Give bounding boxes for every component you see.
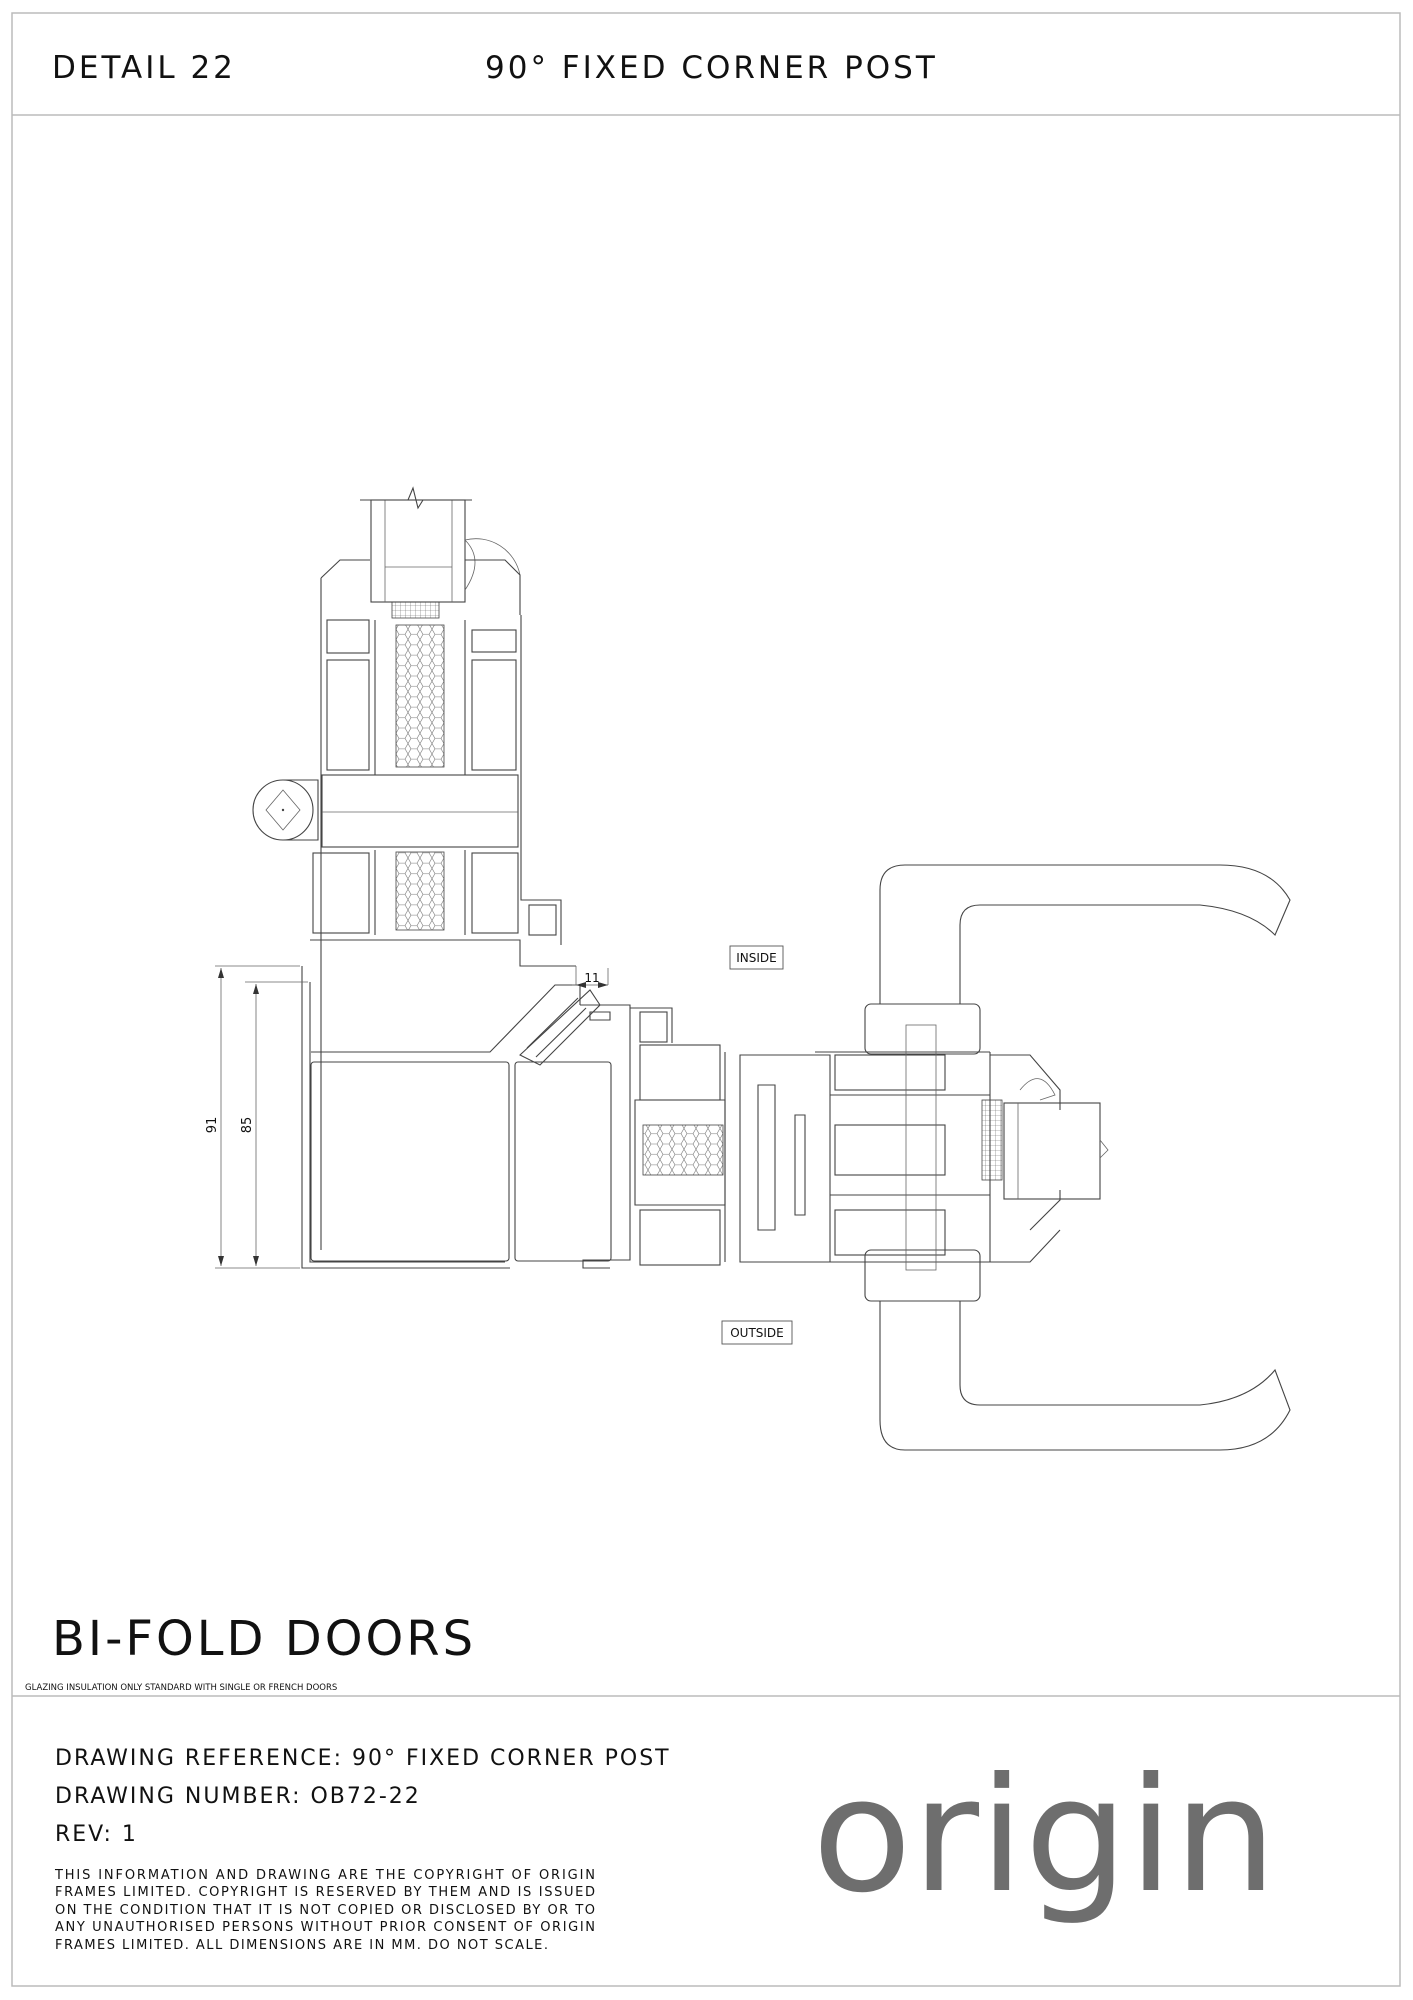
copyright-line: FRAMES LIMITED. ALL DIMENSIONS ARE IN MM… xyxy=(55,1938,548,1953)
copyright-line: THIS INFORMATION AND DRAWING ARE THE COP… xyxy=(54,1868,595,1883)
top-glass-unit xyxy=(360,486,521,619)
detail-number: DETAIL 22 xyxy=(52,50,236,86)
copyright-line: ON THE CONDITION THAT IT IS NOT COPIED O… xyxy=(55,1903,595,1918)
door-handle xyxy=(864,864,1291,1451)
origin-logo: origin xyxy=(812,1744,1277,1928)
dimension-lines xyxy=(215,965,609,1269)
product-name: BI-FOLD DOORS xyxy=(52,1611,476,1667)
drawing-reference: DRAWING REFERENCE: 90° FIXED CORNER POST xyxy=(55,1746,671,1771)
dimension-overall: 91 xyxy=(205,1117,220,1134)
hinge xyxy=(252,779,319,841)
copyright-line: ANY UNAUTHORISED PERSONS WITHOUT PRIOR C… xyxy=(55,1920,595,1935)
corner-post-section-drawing: 91 85 11 INSIDE OUTSIDE xyxy=(205,486,1291,1451)
copyright-line: FRAMES LIMITED. COPYRIGHT IS RESERVED BY… xyxy=(55,1885,595,1900)
dimension-gap: 11 xyxy=(584,971,599,985)
revision: REV: 1 xyxy=(55,1822,138,1847)
drawing-number: DRAWING NUMBER: OB72-22 xyxy=(55,1784,421,1809)
outside-label-box xyxy=(721,1320,793,1345)
corner-frame xyxy=(301,939,631,1269)
door-sash-profile xyxy=(630,1007,1109,1266)
dimension-inner: 85 xyxy=(240,1117,255,1134)
copyright-notice: THIS INFORMATION AND DRAWING ARE THE COP… xyxy=(54,1868,595,1953)
vertical-frame xyxy=(312,559,562,1250)
inside-label-box xyxy=(729,945,784,970)
glazing-note: GLAZING INSULATION ONLY STANDARD WITH SI… xyxy=(25,1683,337,1693)
outside-label: OUTSIDE xyxy=(730,1326,784,1340)
inside-label: INSIDE xyxy=(736,951,777,965)
sheet-border xyxy=(11,12,1401,1987)
detail-title: 90° FIXED CORNER POST xyxy=(485,50,938,86)
